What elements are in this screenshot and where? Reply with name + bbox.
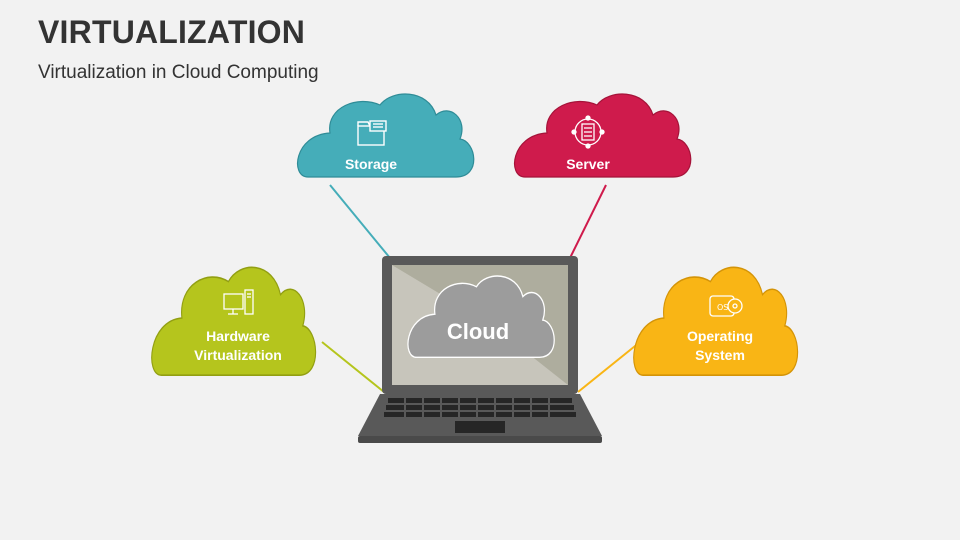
- server-label: Server: [566, 156, 610, 172]
- cloud-server: Server: [513, 93, 692, 178]
- connector-storage: [329, 184, 391, 259]
- cloud-storage: Storage: [296, 93, 475, 178]
- cloud-operating-system: OS Operating System: [632, 266, 799, 376]
- slide-title: VIRTUALIZATION: [38, 14, 306, 50]
- os-label-line2: System: [695, 347, 745, 363]
- computer-tower-icon: [223, 289, 254, 315]
- slide-subtitle: Virtualization in Cloud Computing: [38, 62, 319, 83]
- svg-text:OS: OS: [717, 303, 728, 312]
- center-cloud-label: Cloud: [447, 319, 509, 344]
- laptop-icon: [358, 256, 602, 443]
- os-label-line1: Operating: [687, 328, 753, 344]
- cloud-hardware-virtualization: Hardware Virtualization: [150, 266, 317, 376]
- hardware-label-line1: Hardware: [206, 328, 270, 344]
- connector-hardware: [321, 341, 385, 393]
- server-network-icon: [571, 115, 605, 149]
- connector-os: [577, 341, 641, 393]
- os-disc-icon: OS: [709, 295, 743, 317]
- center-cloud: Cloud: [407, 275, 555, 359]
- storage-label: Storage: [345, 156, 397, 172]
- folder-storage-icon: [357, 120, 387, 146]
- connector-server: [569, 184, 607, 259]
- keyboard: [384, 398, 576, 433]
- hardware-label-line2: Virtualization: [194, 347, 282, 363]
